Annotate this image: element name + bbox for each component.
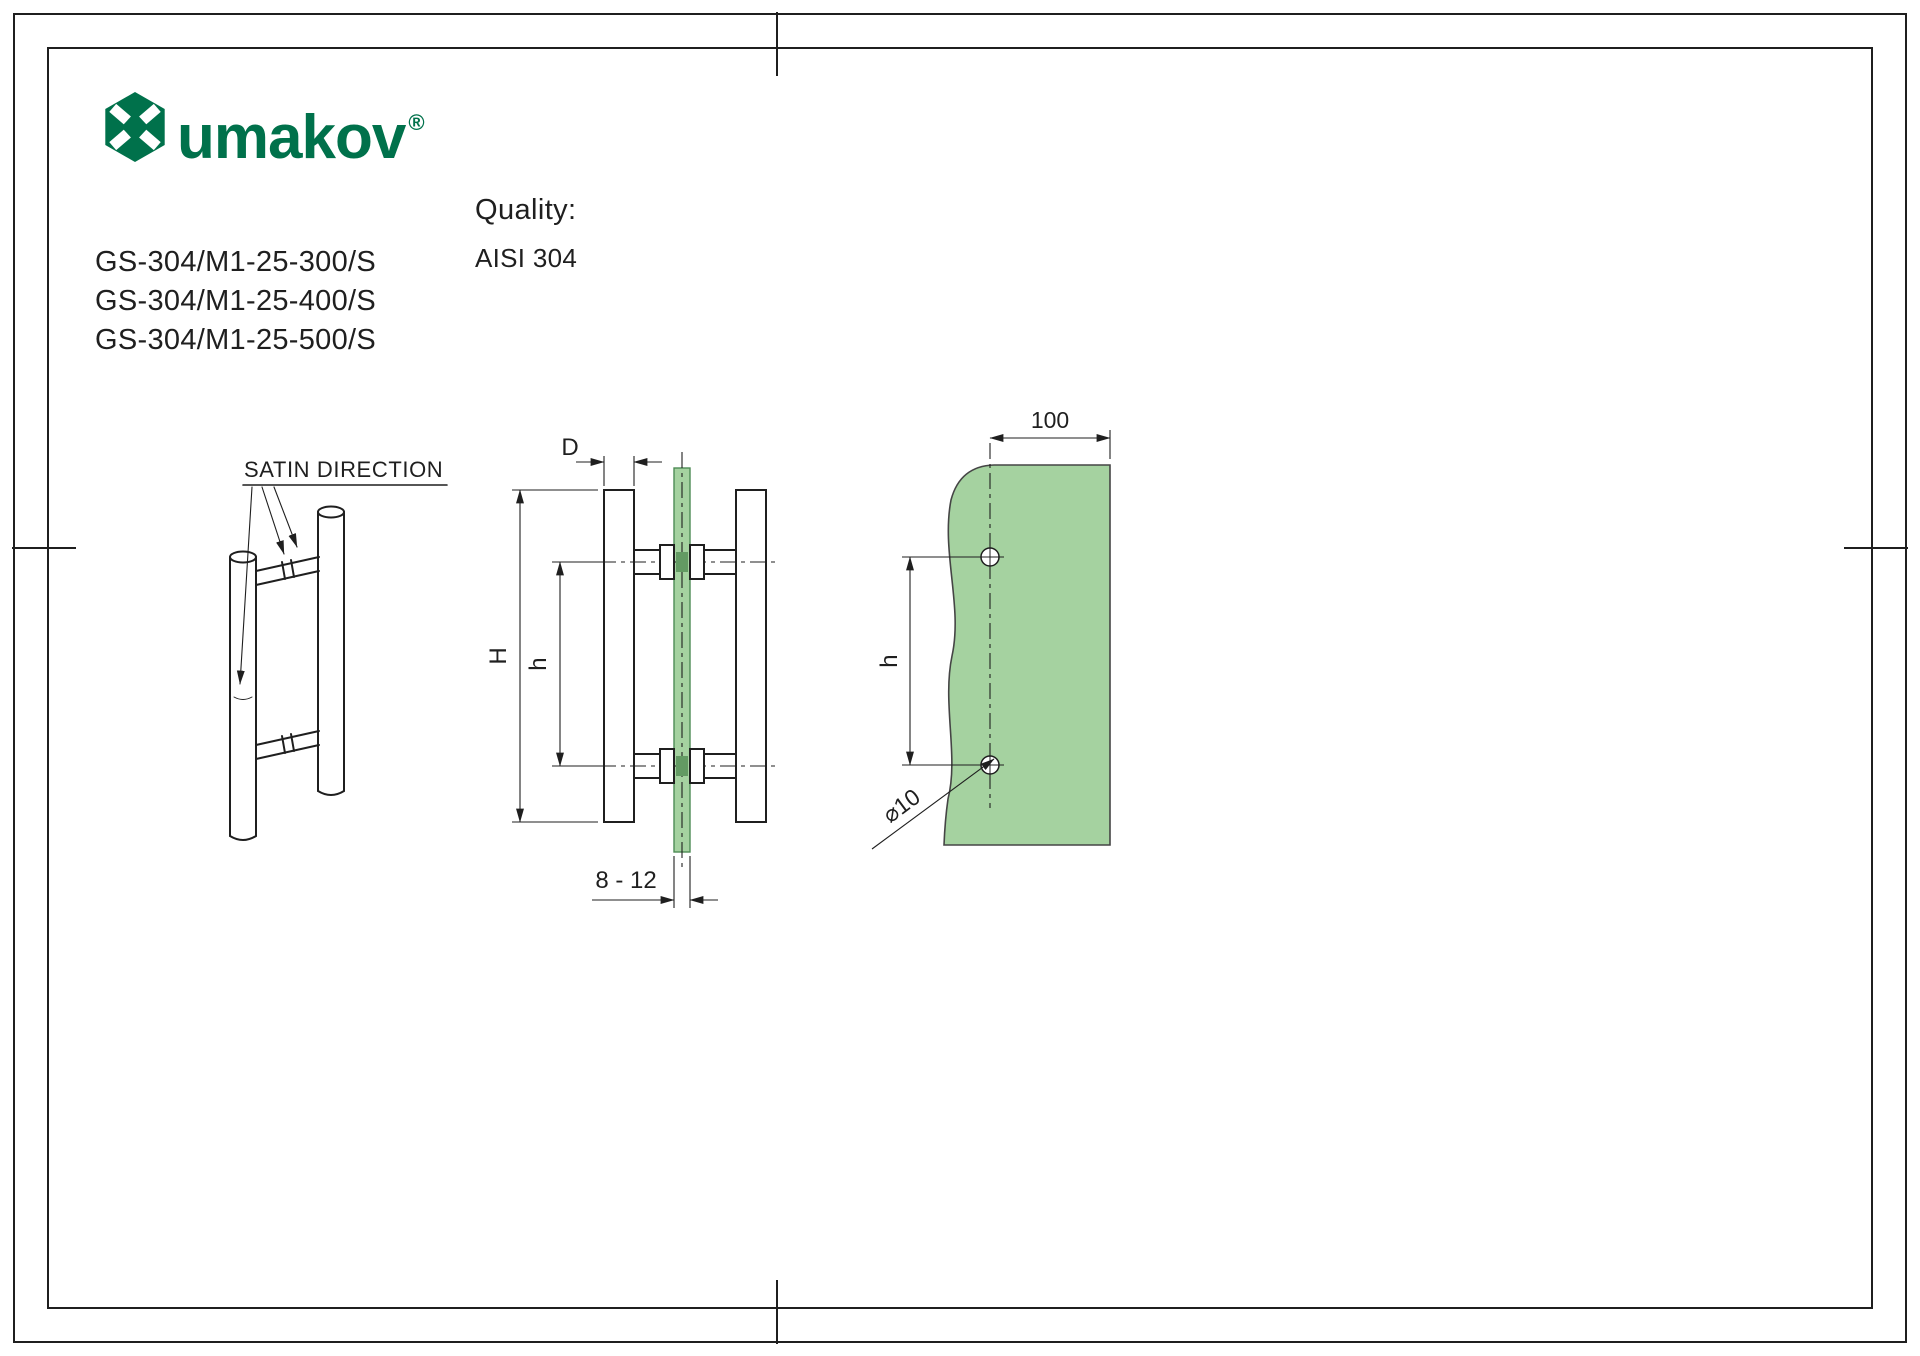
dim-glass-thickness: 8 - 12 [592,856,718,908]
mount-flange [659,544,675,580]
through-bolt [676,756,688,776]
callout-arrow [273,486,298,548]
callout-arrow [236,486,253,685]
callout-arrow [261,486,285,555]
panel-view: 100 h ⌀10 [871,407,1111,850]
product-code: GS-304/M1-25-400/S [95,285,377,317]
lower-arm [255,730,320,760]
inner-border [47,47,1873,1309]
satin-direction-label: SATIN DIRECTION [244,457,443,482]
front-tube [229,550,257,841]
mount-flange [689,748,705,784]
lower-mount [600,748,780,784]
drawing-frame [12,12,1908,1344]
satin-finish-mark [233,696,253,700]
quality-label: Quality: [475,194,577,226]
mount-flange [689,544,705,580]
dim-H-label: H [485,647,512,664]
dim-h-panel: h [876,556,978,766]
dim-h-label: h [525,657,552,670]
quality-value: AISI 304 [475,243,578,273]
upper-mount [600,544,780,580]
brand-logo: umakov® [103,90,425,187]
outer-border [13,13,1907,1343]
dim-D-label: D [561,434,578,461]
dim-h-front: h [525,561,604,767]
dim-edge-distance: 100 [989,407,1111,459]
dim-glass-thickness-label: 8 - 12 [595,867,656,894]
mount-hole-top [976,543,1004,571]
dim-h-panel-label: h [876,654,903,667]
product-code: GS-304/M1-25-300/S [95,246,377,278]
product-code: GS-304/M1-25-500/S [95,324,377,356]
upper-arm [255,556,320,586]
mount-flange [659,748,675,784]
registered-trademark-icon: ® [408,110,425,135]
brand-wordmark: umakov® [177,90,425,187]
dim-100-label: 100 [1031,407,1069,433]
back-tube [317,505,345,796]
satin-direction-callout: SATIN DIRECTION [236,457,448,685]
dim-D: D [561,434,662,486]
handle-tube-left [603,489,635,823]
glass-panel [943,464,1111,846]
perspective-view: SATIN DIRECTION [229,457,448,841]
brand-name: umakov [177,103,406,172]
dim-H: H [485,489,598,823]
through-bolt [676,552,688,572]
umakov-logo-icon [105,92,165,162]
quality-block: Quality: AISI 304 [475,194,577,274]
product-codes: GS-304/M1-25-300/S GS-304/M1-25-400/S GS… [95,243,376,360]
hole-diameter-label: ⌀10 [878,783,925,827]
handle-tube-right [735,489,767,823]
front-view: D H h 8 - 12 [485,434,780,908]
